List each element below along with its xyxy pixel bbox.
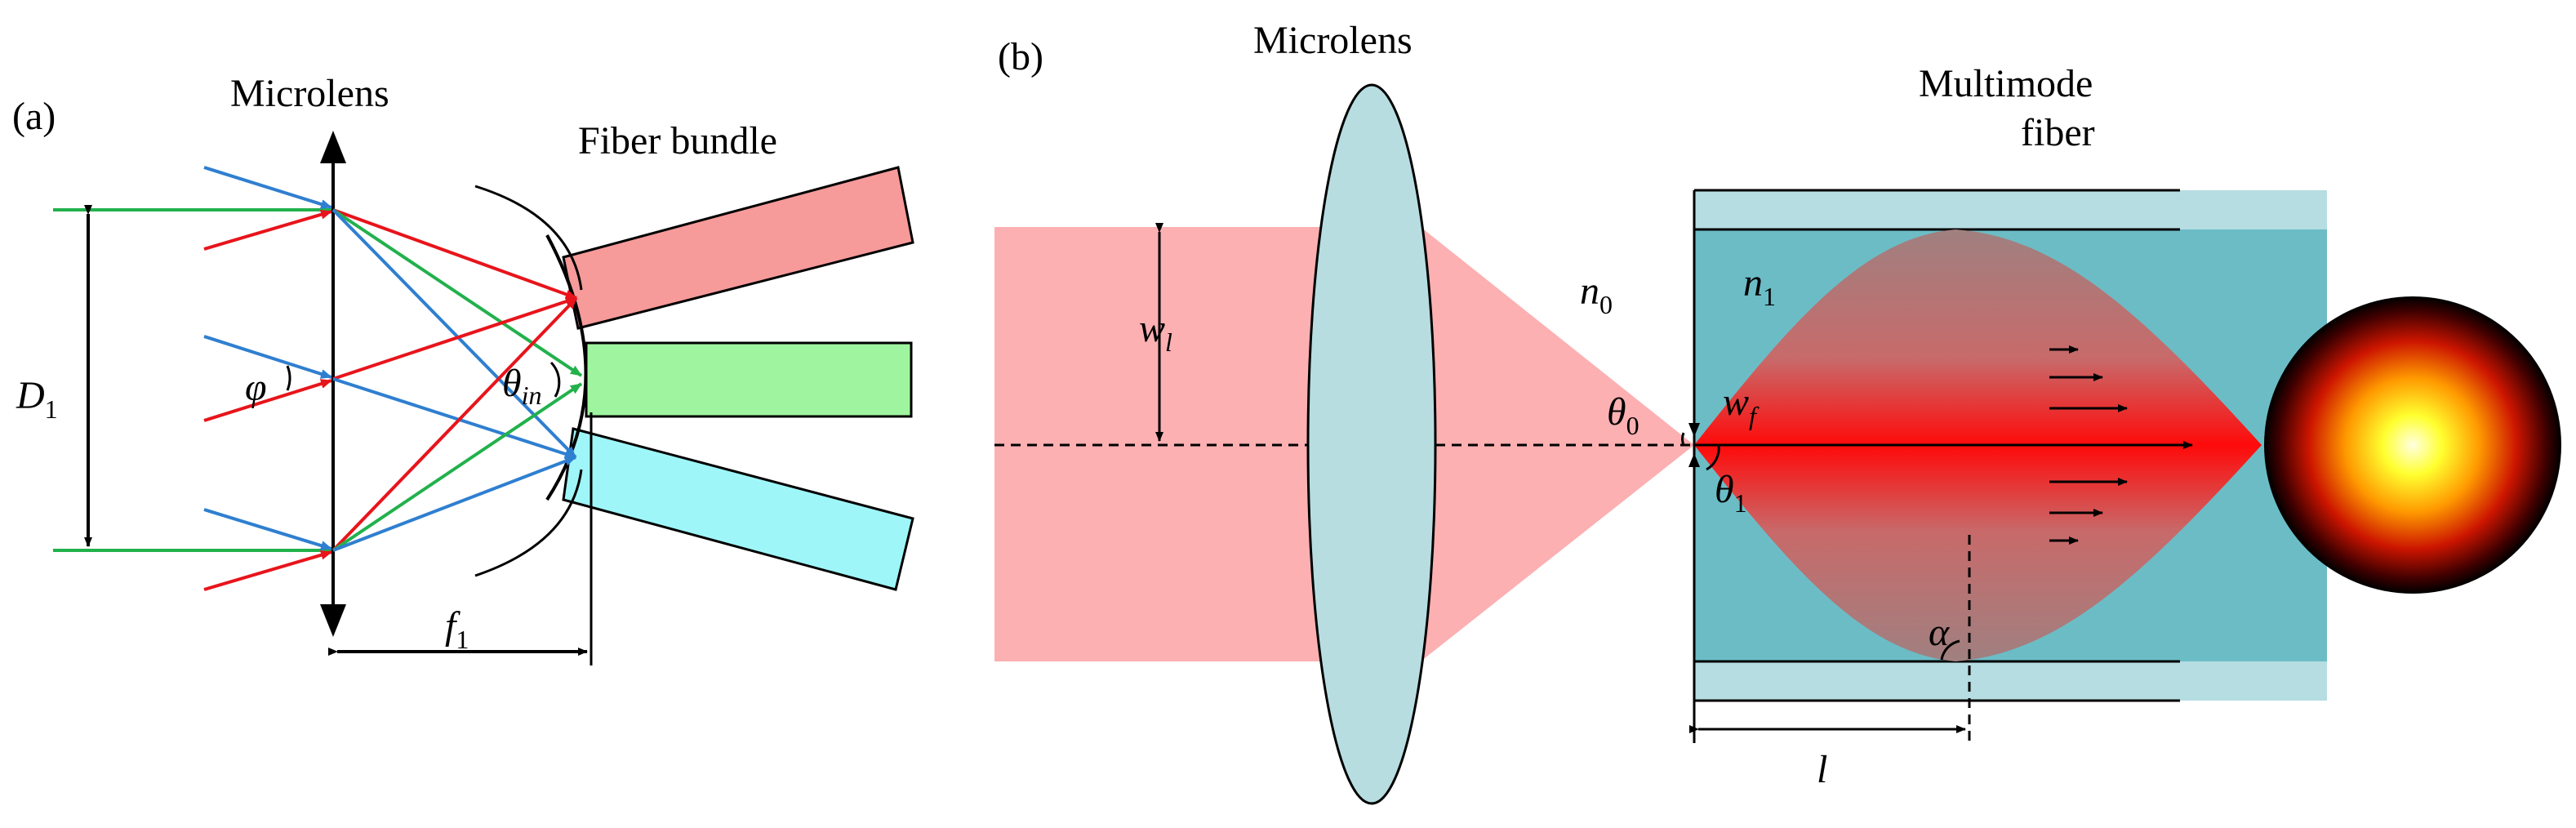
d1-main: D: [16, 374, 45, 417]
red-output-ray: [332, 296, 577, 381]
panel-a-microlens-label: Microlens: [230, 72, 389, 115]
theta1-sub: 1: [1734, 488, 1747, 518]
wl-sub: l: [1165, 327, 1172, 357]
panel-a-tag: (a): [12, 95, 56, 138]
blue-output-ray: [332, 377, 576, 459]
fiber-bundle-outer-arc: [474, 469, 583, 577]
fiber-label-line1: Multimode: [1919, 62, 2093, 105]
fiber-green: [585, 341, 913, 418]
blue-output-ray: [332, 456, 576, 552]
blue-input-ray: [203, 335, 332, 379]
panel-b-tag: (b): [998, 35, 1043, 78]
theta1-symbol: θ1: [1715, 468, 1747, 518]
panel-b-microlens-label: Microlens: [1253, 19, 1413, 62]
output-spot: [2264, 296, 2561, 594]
theta-in-main: θ: [502, 362, 522, 405]
f1-sub: 1: [456, 625, 469, 654]
alpha-angle-arc: [1940, 639, 1960, 661]
f1-symbol: f1: [445, 604, 469, 654]
fiber-red: [562, 166, 914, 330]
microlens-bottom-arrowhead: [320, 604, 346, 637]
fiber-bundle-label: Fiber bundle: [578, 119, 777, 162]
wl-main: w: [1139, 307, 1165, 350]
panel-b: (b) Microlens Multimode fiber wl n0 n1: [994, 19, 2561, 805]
theta-in-sub: in: [522, 381, 542, 410]
fiber-cyan: [562, 427, 914, 591]
microlens-top-arrowhead: [320, 131, 346, 163]
d1-sub: 1: [45, 394, 58, 424]
microlens-b: [1306, 83, 1437, 805]
blue-input-ray: [203, 508, 332, 550]
n1-main: n: [1743, 261, 1763, 305]
theta1-marker: [1688, 453, 1700, 467]
blue-input-ray: [203, 166, 332, 209]
red-output-ray: [332, 208, 577, 300]
n0-symbol: n0: [1580, 269, 1613, 319]
n0-main: n: [1580, 269, 1599, 313]
panel-a: (a) Microlens Fiber bundle D1 φ: [12, 72, 914, 666]
theta-in-angle-arc: [549, 361, 561, 398]
green-output-ray: [331, 382, 583, 552]
d1-symbol: D1: [16, 374, 58, 424]
red-output-ray: [331, 296, 578, 552]
phi-symbol: φ: [245, 366, 267, 409]
red-input-ray: [203, 209, 332, 251]
fiber-label-line2: fiber: [2021, 111, 2095, 154]
blue-output-ray: [331, 208, 577, 459]
theta0-angle-arc: [1681, 432, 1685, 446]
theta0-sub: 0: [1626, 411, 1639, 440]
l-symbol: l: [1817, 748, 1827, 791]
fiber-bundle-outer-arc: [474, 185, 583, 291]
fiber-cladding-bottom: [1694, 661, 2327, 701]
wl-symbol: wl: [1139, 307, 1172, 357]
red-input-ray: [203, 379, 332, 422]
wf-main: w: [1723, 381, 1749, 424]
alpha-symbol: α: [1929, 611, 1950, 654]
phi-angle-arc: [286, 365, 291, 391]
theta-in-symbol: θin: [502, 362, 541, 410]
fiber-bundle-face: [545, 234, 588, 501]
theta1-main: θ: [1715, 468, 1734, 511]
n1-sub: 1: [1763, 282, 1776, 311]
theta0-marker: [1688, 423, 1700, 437]
green-output-ray: [331, 208, 583, 377]
n0-sub: 0: [1599, 290, 1613, 319]
n1-symbol: n1: [1743, 261, 1776, 311]
theta0-main: θ: [1607, 390, 1626, 434]
theta0-symbol: θ0: [1607, 390, 1639, 440]
red-input-ray: [203, 550, 332, 591]
fiber-cladding-top: [1694, 190, 2327, 229]
theta1-angle-arc: [1706, 444, 1720, 471]
